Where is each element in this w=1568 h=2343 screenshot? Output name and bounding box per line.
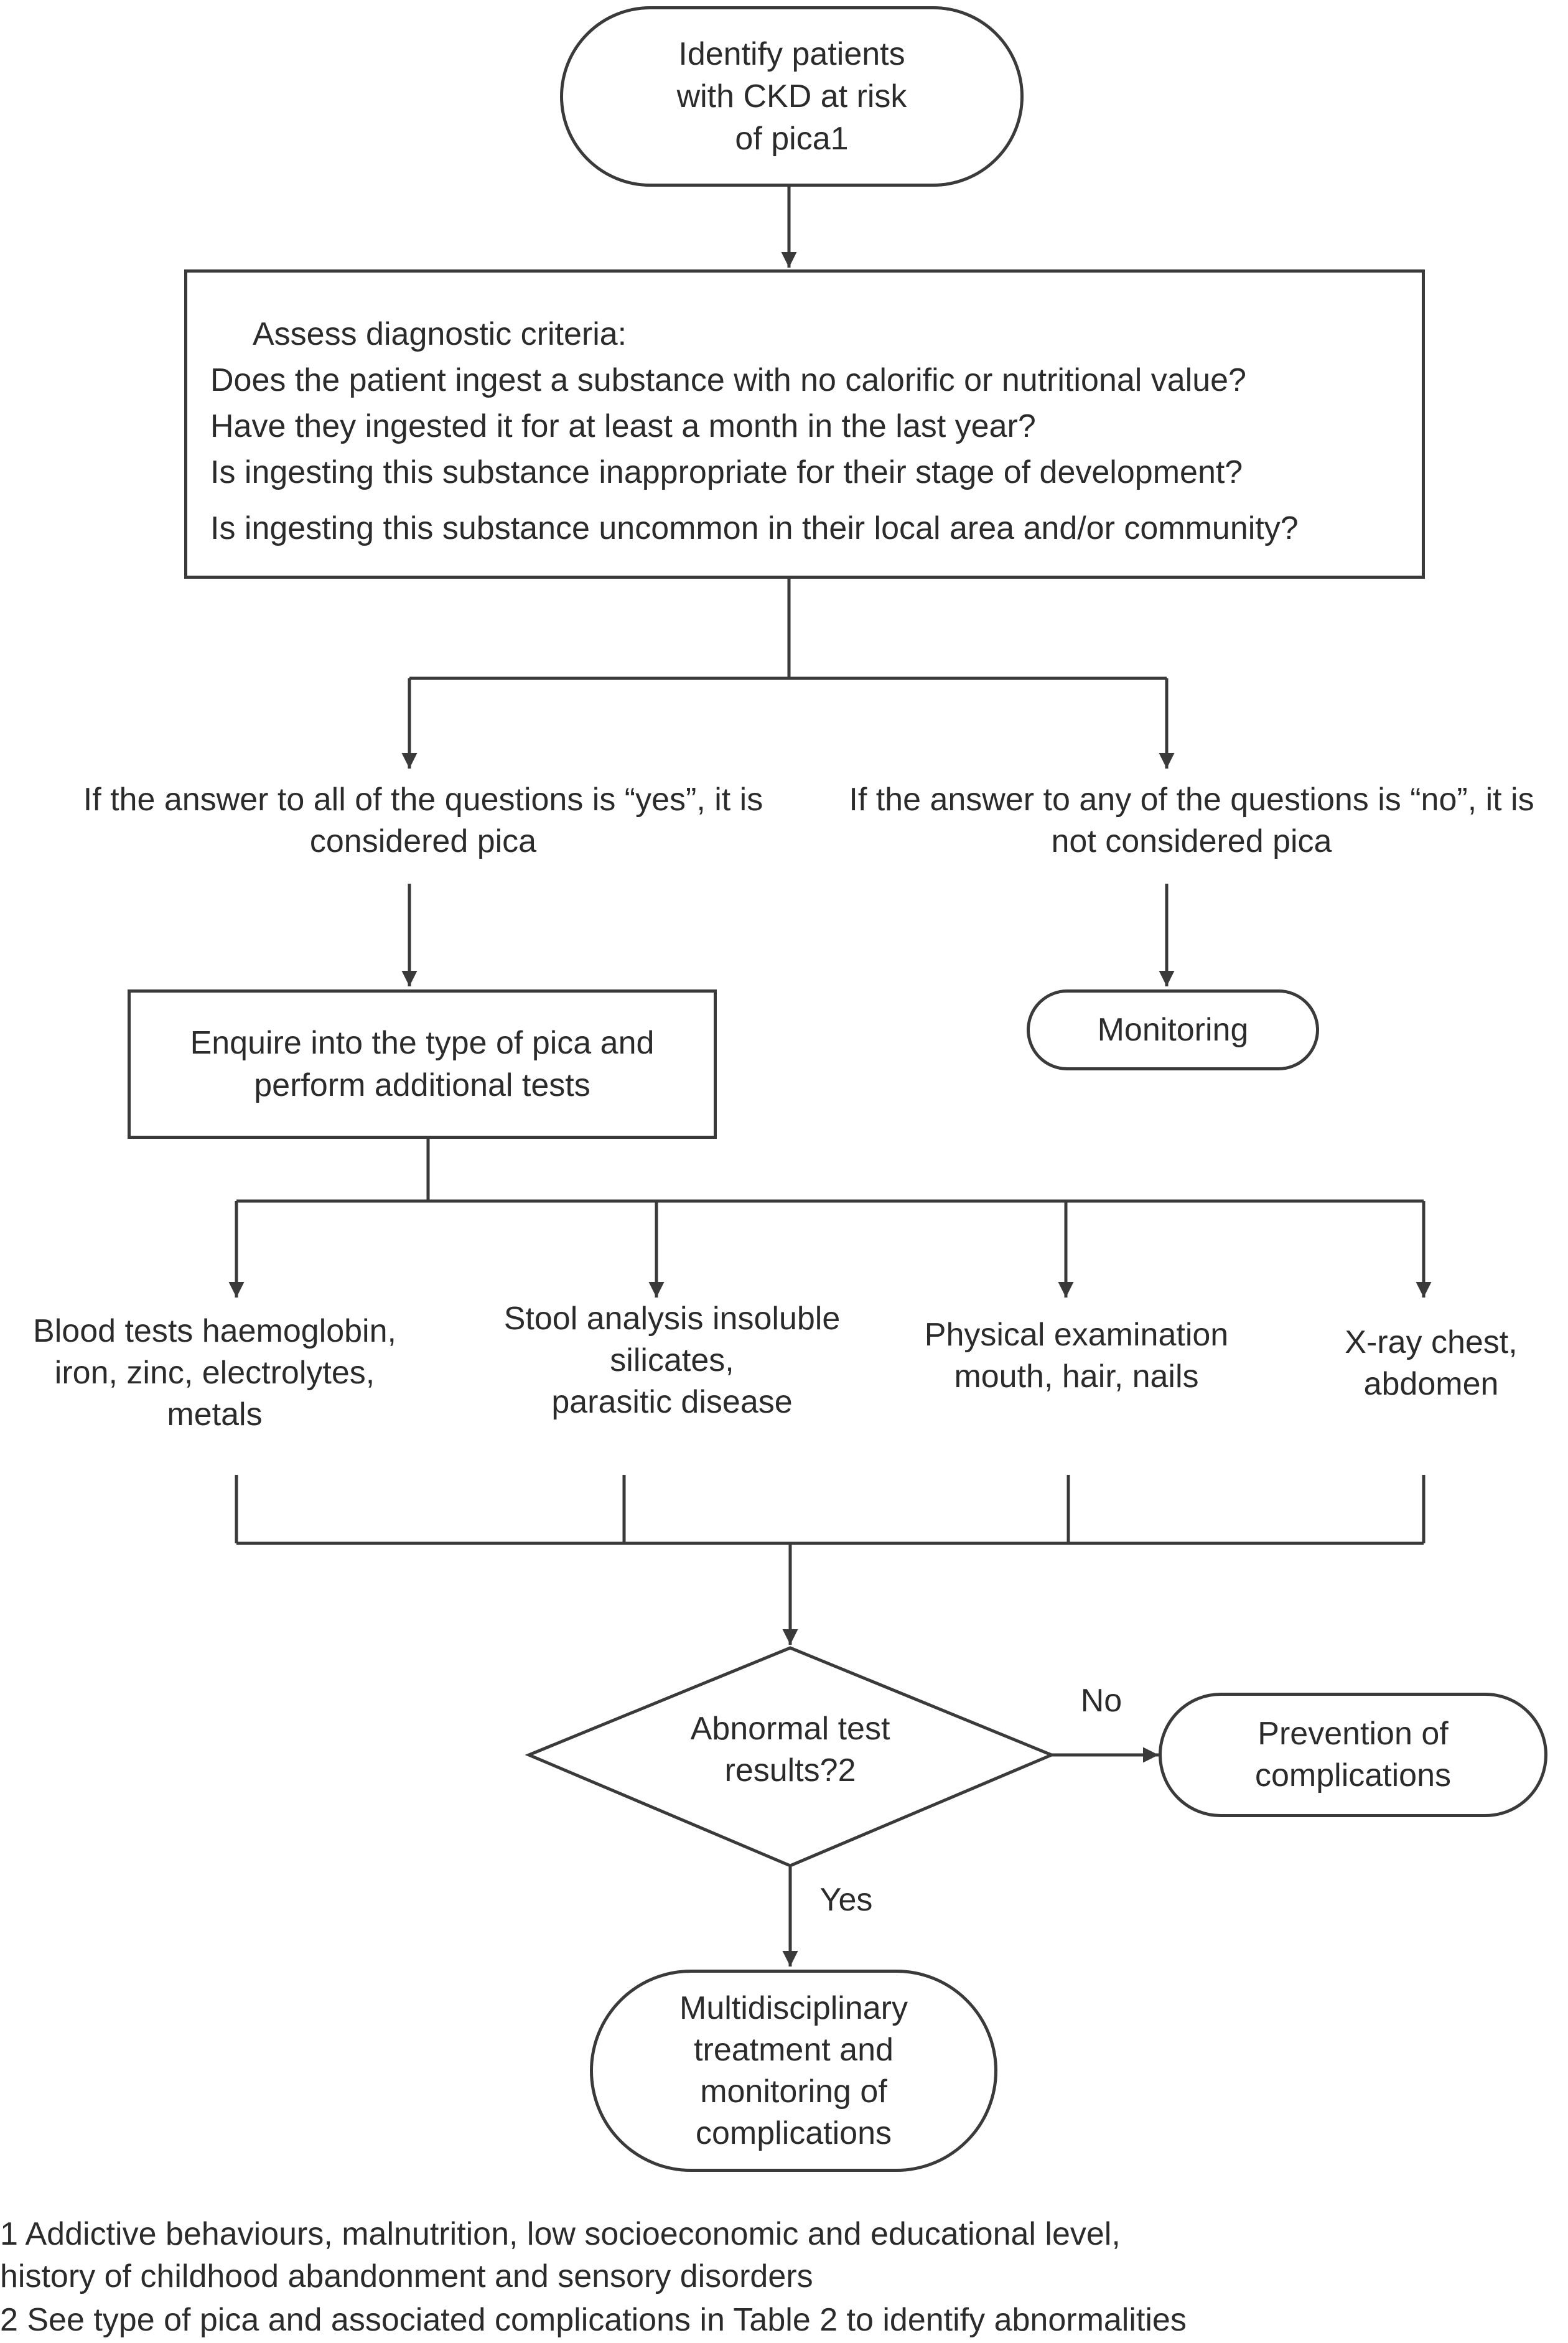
start-node: Identify patients with CKD at risk of pi… — [560, 6, 1024, 187]
test-physical-line: mouth, hair, nails — [954, 1359, 1199, 1395]
branch-no-line: not considered pica — [1051, 823, 1332, 859]
treatment-line: complications — [695, 2115, 892, 2151]
decision-line: Abnormal test — [690, 1711, 890, 1747]
monitoring-node: Monitoring — [1027, 989, 1319, 1070]
branch-no-text: If the answer to any of the questions is… — [821, 779, 1562, 863]
enquire-line: Enquire into the type of pica and — [190, 1025, 655, 1061]
test-blood: Blood tests haemoglobin, iron, zinc, ele… — [0, 1311, 429, 1436]
start-line: of pica1 — [735, 121, 849, 157]
criteria-question: Is ingesting this substance inappropriat… — [210, 454, 1243, 490]
criteria-box — [184, 269, 1425, 579]
decision-diamond — [525, 1646, 1056, 1868]
treatment-line: Multidisciplinary — [679, 1990, 908, 2026]
prevention-line: Prevention of — [1258, 1716, 1449, 1752]
branch-no-line: If the answer to any of the questions is… — [849, 782, 1534, 818]
test-physical-line: Physical examination — [924, 1317, 1229, 1353]
footnote: history of childhood abandonment and sen… — [0, 2258, 813, 2294]
decision-no-label: No — [1080, 1683, 1122, 1719]
start-line: Identify patients — [678, 36, 905, 72]
test-blood-line: Blood tests haemoglobin, — [33, 1313, 396, 1349]
start-line: with CKD at risk — [676, 78, 907, 115]
prevention-node: Prevention of complications — [1159, 1693, 1547, 1817]
monitoring-label: Monitoring — [1097, 1012, 1249, 1048]
footnote: 2 See type of pica and associated compli… — [0, 2302, 1187, 2338]
treatment-line: monitoring of — [700, 2073, 887, 2110]
branch-yes-line: considered pica — [309, 823, 537, 859]
branch-yes-line: If the answer to all of the questions is… — [83, 782, 763, 818]
test-xray: X-ray chest, abdomen — [1294, 1322, 1568, 1405]
test-xray-line: abdomen — [1363, 1366, 1499, 1402]
treatment-node: Multidisciplinary treatment and monitori… — [590, 1970, 997, 2172]
prevention-line: complications — [1254, 1757, 1452, 1793]
test-physical: Physical examination mouth, hair, nails — [896, 1314, 1257, 1398]
test-stool-line: Stool analysis insoluble — [503, 1301, 841, 1337]
criteria-question: Does the patient ingest a substance with… — [210, 362, 1246, 398]
treatment-line: treatment and — [694, 2031, 894, 2068]
test-xray-line: X-ray chest, — [1345, 1324, 1518, 1360]
test-stool-line: silicates, — [610, 1342, 734, 1378]
test-stool-line: parasitic disease — [551, 1384, 793, 1420]
enquire-box: Enquire into the type of pica and perfor… — [128, 989, 717, 1139]
decision-text: Abnormal test results?2 — [635, 1708, 946, 1792]
criteria-heading: Assess diagnostic criteria: — [253, 316, 627, 352]
enquire-line: perform additional tests — [254, 1067, 590, 1103]
decision-line: results?2 — [724, 1752, 856, 1789]
decision-yes-label: Yes — [819, 1882, 873, 1918]
criteria-question: Have they ingested it for at least a mon… — [210, 408, 1036, 444]
test-blood-line: iron, zinc, electrolytes, — [54, 1355, 375, 1391]
test-stool: Stool analysis insoluble silicates, para… — [473, 1298, 871, 1423]
branch-yes-text: If the answer to all of the questions is… — [37, 779, 809, 863]
criteria-text: Assess diagnostic criteria: Does the pat… — [210, 311, 1455, 551]
test-blood-line: metals — [167, 1396, 263, 1433]
criteria-question: Is ingesting this substance uncommon in … — [210, 510, 1299, 546]
footnote: 1 Addictive behaviours, malnutrition, lo… — [0, 2216, 1121, 2252]
